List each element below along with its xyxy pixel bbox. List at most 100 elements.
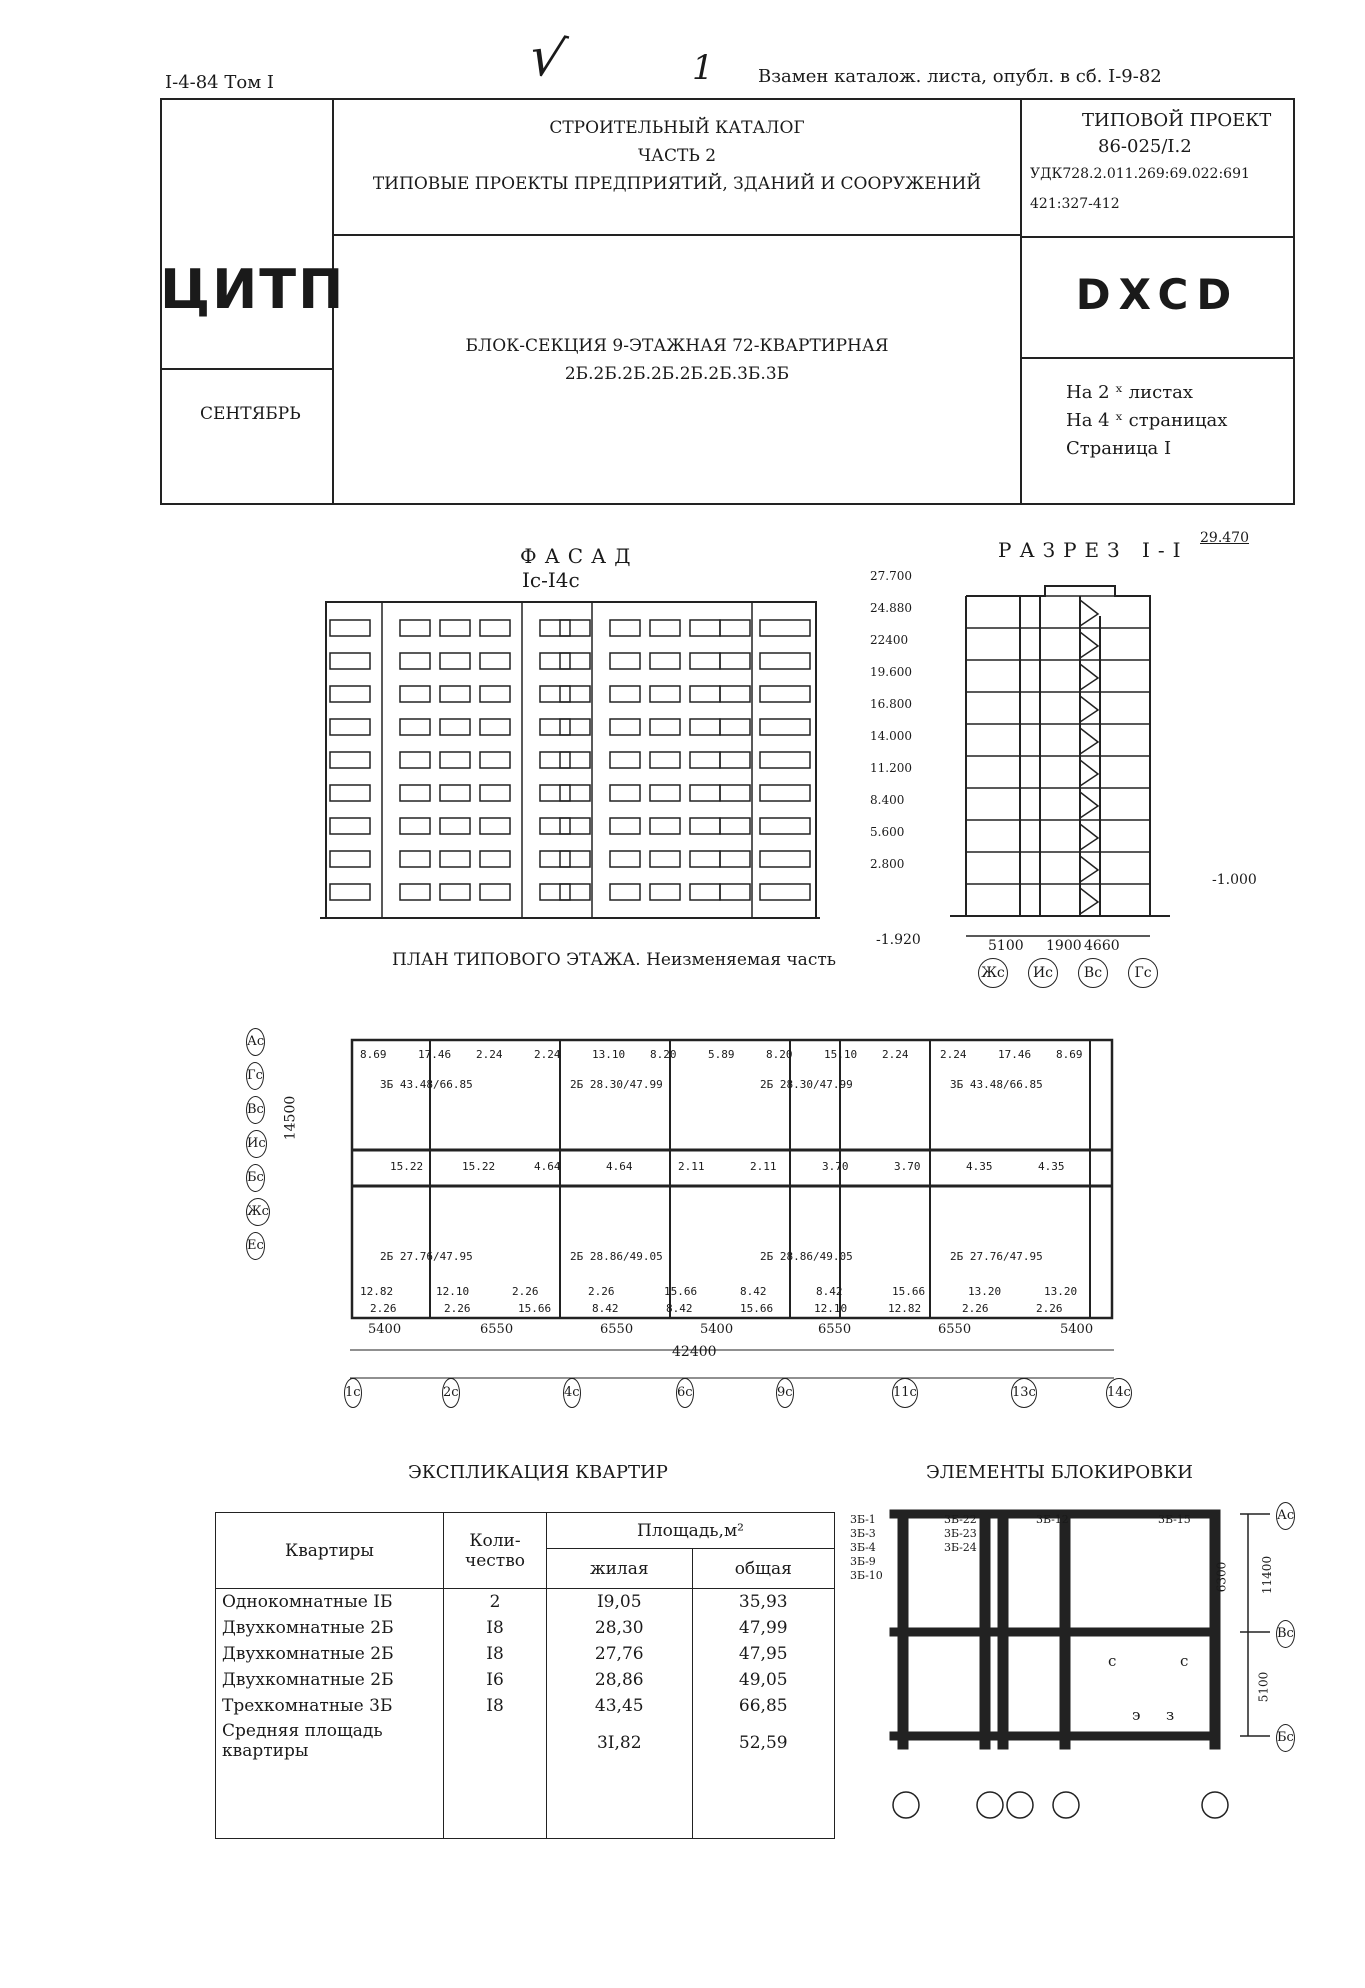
pages-count: На 4 ˣ страницах [1066, 410, 1228, 431]
window [689, 850, 721, 868]
window [539, 652, 571, 670]
expl-cell-total: 47,99 [691, 1614, 836, 1641]
stair-flight [1079, 887, 1100, 915]
level-mark: 5.600 [870, 825, 904, 839]
apartment-area: 2Б 28.30/47.99 [760, 1078, 853, 1091]
window [689, 652, 721, 670]
window [649, 784, 681, 802]
room-area: 15.22 [390, 1160, 423, 1173]
blocking-dim-lower: 5100 [1256, 1671, 1271, 1703]
window [609, 883, 641, 901]
plan-col-axis-bubble: 13с [1011, 1378, 1037, 1408]
room-area: 12.82 [360, 1285, 393, 1298]
room-area: 2.26 [1036, 1302, 1063, 1315]
room-area: 2.26 [444, 1302, 471, 1315]
blocking-legend-a: 3Б-3 [850, 1527, 876, 1540]
window [539, 883, 571, 901]
room-area: 2.24 [534, 1048, 561, 1061]
facade-drawing [320, 601, 820, 919]
plan-col-axis-bubble: 1с [344, 1378, 362, 1408]
window [649, 718, 681, 736]
balcony [759, 784, 811, 802]
section-dim-2: 1900 [1046, 938, 1082, 954]
expl-avg-label-2: квартиры [222, 1740, 309, 1761]
window [439, 850, 471, 868]
window [479, 751, 511, 769]
window [439, 718, 471, 736]
stair-flight [1079, 599, 1100, 627]
room-area: 13.10 [592, 1048, 625, 1061]
project-number: 86-025/I.2 [1098, 136, 1192, 157]
room-area: 15.66 [892, 1285, 925, 1298]
expl-avg-living: 3I,82 [546, 1718, 693, 1839]
window [609, 751, 641, 769]
window [479, 718, 511, 736]
blocking-axis-bubble: Вс [1276, 1620, 1295, 1648]
balcony [329, 751, 371, 769]
section-title: РАЗРЕЗ I-I [998, 538, 1189, 562]
room-area: 2.26 [588, 1285, 615, 1298]
catalog-line3: ТИПОВЫЕ ПРОЕКТЫ ПРЕДПРИЯТИЙ, ЗДАНИЙ И СО… [372, 174, 982, 194]
room-area: 8.42 [816, 1285, 843, 1298]
room-area: 4.64 [534, 1160, 561, 1173]
level-mark: 11.200 [870, 761, 912, 775]
window [719, 751, 751, 769]
blocking-title: ЭЛЕМЕНТЫ БЛОКИРОВКИ [926, 1462, 1193, 1483]
code-label: DXCD [1075, 270, 1240, 319]
plan-col-axis-bubble: 4с [563, 1378, 581, 1408]
balcony [329, 817, 371, 835]
balcony [329, 718, 371, 736]
stair-flight [1079, 695, 1100, 723]
blocking-mark: э [1132, 1706, 1141, 1724]
window [649, 817, 681, 835]
window [689, 817, 721, 835]
room-area: 17.46 [418, 1048, 451, 1061]
window [399, 685, 431, 703]
blocking-legend-a: 3Б-9 [850, 1555, 876, 1568]
expl-h-living: жилая [546, 1548, 693, 1589]
plan-row-axis-bubble: Ис [246, 1130, 267, 1158]
section-bottom-mark: -1.920 [876, 932, 921, 948]
facade-title: ФАСАД [520, 544, 639, 568]
window [719, 685, 751, 703]
window [539, 784, 571, 802]
window [559, 652, 591, 670]
expl-cell-count: I6 [443, 1666, 547, 1693]
expl-cell-living: 28,30 [546, 1614, 693, 1641]
room-area: 8.20 [766, 1048, 793, 1061]
title-line1: БЛОК-СЕКЦИЯ 9-ЭТАЖНАЯ 72-КВАРТИРНАЯ [465, 336, 889, 356]
plan-col-axis-bubble: 6с [676, 1378, 694, 1408]
plan-span-dim: 5400 [368, 1322, 402, 1337]
plan-row-axis-bubble: Ас [246, 1028, 266, 1056]
series-label: I-4-84 Том I [165, 72, 275, 93]
date-label: СЕНТЯБРЬ [200, 404, 301, 424]
replaces-note: Взамен каталож. листа, опубл. в сб. I-9-… [758, 66, 1162, 87]
level-mark: 19.600 [870, 665, 912, 679]
expl-cell-name: Двухкомнатные 2Б [215, 1666, 444, 1693]
plan-span-dim: 6550 [938, 1322, 972, 1337]
window [649, 652, 681, 670]
expl-cell-name: Двухкомнатные 2Б [215, 1614, 444, 1641]
expl-cell-name: Двухкомнатные 2Б [215, 1640, 444, 1667]
balcony [329, 850, 371, 868]
room-area: 2.11 [750, 1160, 777, 1173]
room-area: 8.20 [650, 1048, 677, 1061]
page-number: Страница I [1066, 438, 1172, 459]
window [539, 850, 571, 868]
blocking-legend-a: 3Б-10 [850, 1569, 883, 1582]
room-area: 12.10 [436, 1285, 469, 1298]
room-area: 3.70 [822, 1160, 849, 1173]
window [649, 850, 681, 868]
room-area: 12.82 [888, 1302, 921, 1315]
window [559, 718, 591, 736]
room-area: 3.70 [894, 1160, 921, 1173]
balcony [759, 619, 811, 637]
expl-h-total: общая [691, 1548, 836, 1589]
room-area: 4.35 [966, 1160, 993, 1173]
expl-cell-living: 43,45 [546, 1692, 693, 1719]
window [479, 784, 511, 802]
balcony [329, 652, 371, 670]
